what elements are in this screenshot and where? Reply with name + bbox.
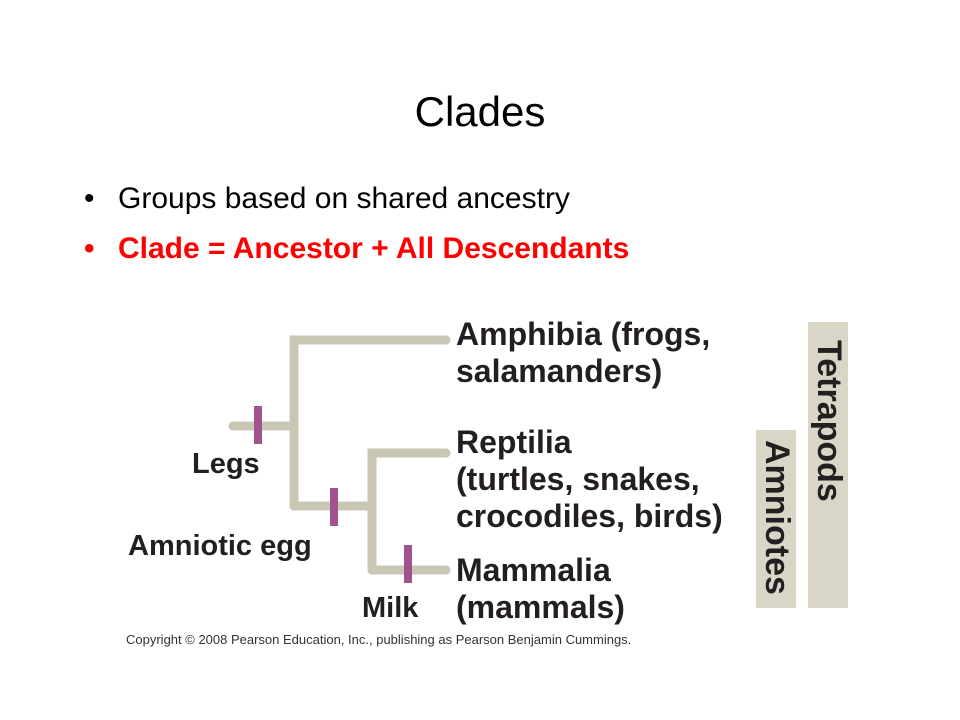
slide-title: Clades [414, 88, 546, 135]
copyright-notice: Copyright © 2008 Pearson Education, Inc.… [126, 632, 632, 647]
trait-amniotic-egg-label: Amniotic egg [128, 530, 312, 562]
bullet-list: • Groups based on shared ancestry • Clad… [82, 184, 629, 284]
taxon-mammalia-line2: (mammals) [456, 589, 625, 625]
bullet-dot: • [84, 182, 95, 215]
taxon-amphibia: Amphibia (frogs, salamanders) [456, 316, 710, 390]
amniotes-label: Amniotes [758, 440, 796, 595]
trait-milk-label: Milk [362, 592, 419, 624]
taxon-mammalia: Mammalia (mammals) [456, 552, 625, 626]
taxon-reptilia-line1: Reptilia [456, 424, 572, 460]
branch-reptilia [367, 448, 451, 575]
taxon-amphibia-line2: salamanders) [456, 353, 663, 389]
bullet-dot: • [84, 232, 95, 265]
taxon-reptilia: Reptilia (turtles, snakes, crocodiles, b… [456, 424, 723, 535]
bullet-item-clade-definition: • Clade = Ancestor + All Descendants [82, 234, 629, 264]
amniotes-bar [756, 430, 796, 608]
tetrapods-bar [808, 322, 848, 608]
trait-legs-label: Legs [192, 448, 260, 480]
branch-amphibia [289, 335, 451, 511]
taxon-amphibia-line1: Amphibia (frogs, [456, 316, 711, 352]
taxon-mammalia-line1: Mammalia [456, 552, 611, 588]
taxon-reptilia-line3: crocodiles, birds) [456, 498, 723, 534]
tetrapods-label: Tetrapods [810, 340, 848, 502]
bullet-text: Groups based on shared ancestry [118, 182, 570, 215]
taxon-reptilia-line2: (turtles, snakes, [456, 461, 700, 497]
bullet-item-shared-ancestry: • Groups based on shared ancestry [82, 184, 629, 214]
bullet-text: Clade = Ancestor + All Descendants [118, 232, 630, 265]
